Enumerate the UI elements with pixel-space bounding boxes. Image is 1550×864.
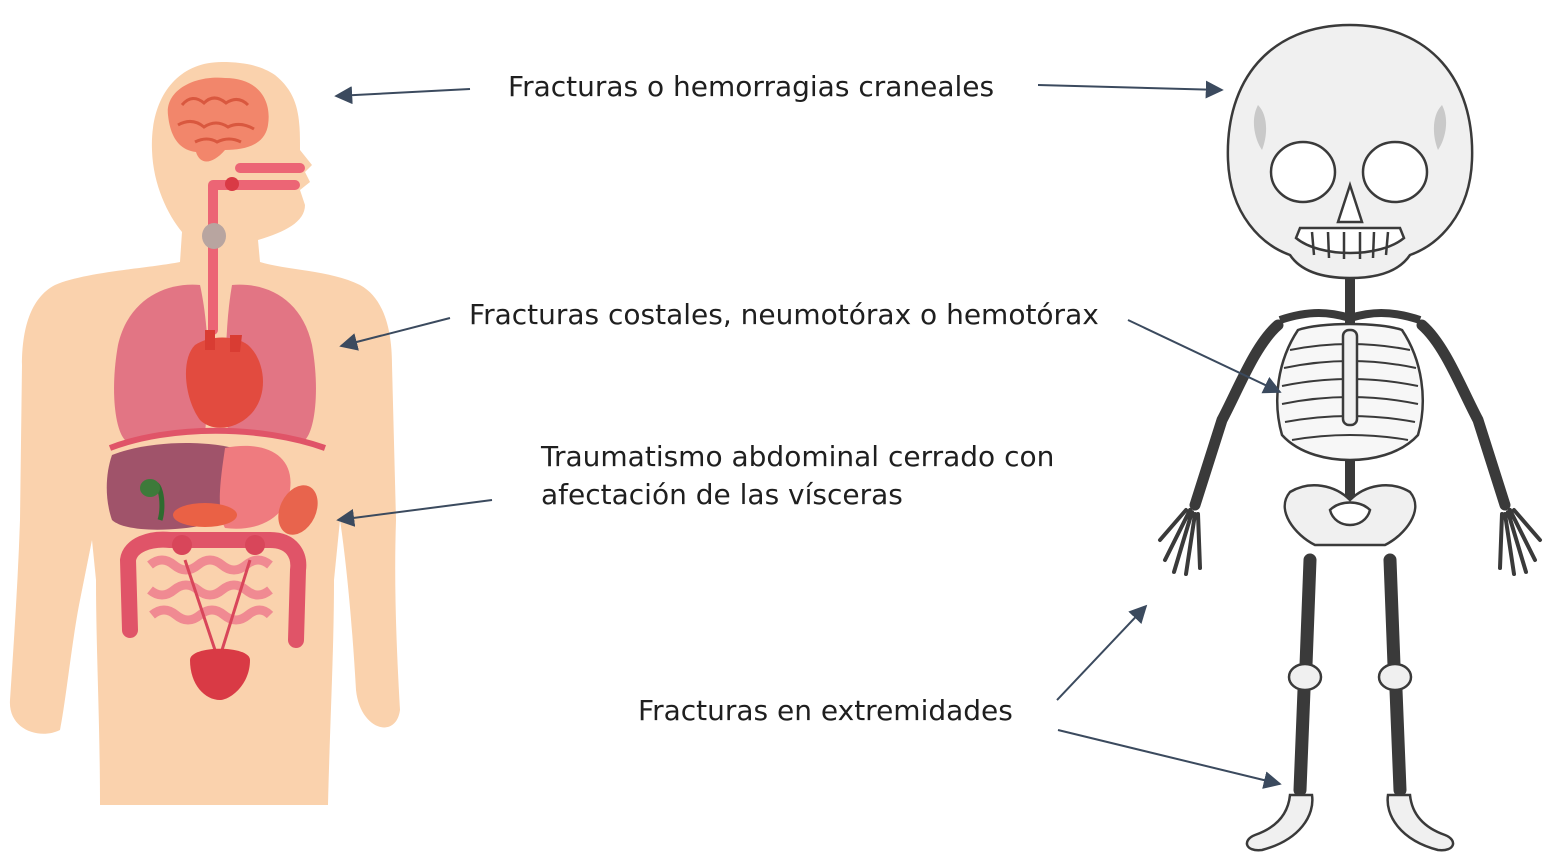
- left-foot: [1247, 795, 1312, 850]
- sternum: [1343, 330, 1357, 425]
- label-thoracic-injuries: Fracturas costales, neumotórax o hemotór…: [469, 296, 1099, 334]
- label-cranial-fractures: Fracturas o hemorragias craneales: [508, 68, 994, 106]
- label-abdominal-trauma-line1: Traumatismo abdominal cerrado con: [541, 438, 1054, 476]
- right-arm: [1422, 325, 1505, 505]
- label-abdominal-trauma-line2: afectación de las vísceras: [541, 476, 1054, 514]
- clavicles: [1280, 313, 1420, 320]
- right-hand: [1500, 510, 1540, 574]
- thyroid: [202, 223, 226, 249]
- right-knee: [1379, 664, 1411, 690]
- right-foot: [1388, 795, 1453, 850]
- arrow-limbs-leg: [1058, 730, 1280, 784]
- arrow-cranial-right: [1038, 85, 1222, 90]
- pancreas: [173, 503, 237, 527]
- left-knee: [1289, 664, 1321, 690]
- human-body-figure: [10, 62, 400, 805]
- right-eye-socket: [1363, 142, 1427, 202]
- arrow-limbs-arm: [1057, 606, 1146, 700]
- label-limb-fractures: Fracturas en extremidades: [638, 692, 1013, 730]
- arrows: [336, 85, 1280, 784]
- skeleton-figure: [1160, 25, 1540, 850]
- left-arm: [1195, 325, 1278, 505]
- label-abdominal-trauma: Traumatismo abdominal cerrado con afecta…: [541, 438, 1054, 514]
- left-hand: [1160, 510, 1200, 574]
- left-eye-socket: [1271, 142, 1335, 202]
- arrow-cranial-left: [336, 89, 470, 96]
